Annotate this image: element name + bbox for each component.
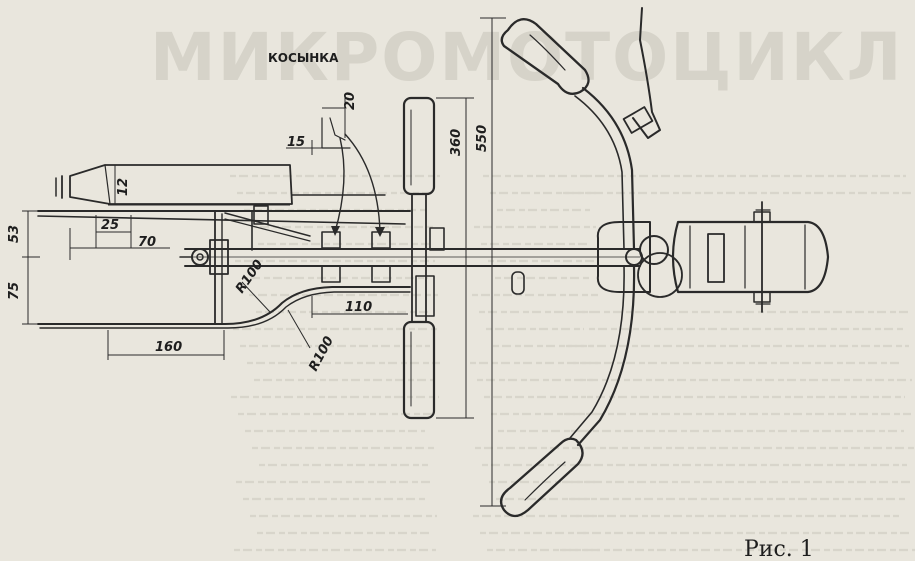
dim-70: 70	[138, 235, 156, 250]
dim-25: 25	[101, 218, 119, 233]
label-kosynka: КОСЫНКА	[268, 51, 339, 65]
dim-160: 160	[155, 340, 182, 355]
dim-110: 110	[345, 300, 372, 315]
dim-75: 75	[7, 282, 22, 300]
dimension-lines	[22, 17, 506, 507]
dim-r100-lower: R100	[306, 334, 337, 374]
dim-360: 360	[449, 129, 464, 156]
mounting-block	[371, 265, 391, 283]
central-crossbar	[402, 96, 445, 420]
mounting-block	[321, 265, 341, 283]
dim-20: 20	[343, 92, 358, 110]
dim-12: 12	[116, 178, 131, 196]
steering-handlebar	[499, 7, 830, 518]
dim-550: 550	[475, 125, 490, 152]
background-heading: МИКРОМОТОЦИКЛ	[150, 19, 903, 96]
dim-53: 53	[7, 225, 22, 243]
figure-caption: Рис. 1	[744, 537, 814, 561]
background-bleed: МИКРОМОТОЦИКЛ	[150, 19, 915, 552]
dimension-labels: КОСЫНКА 20 15 12 25 70 53 75 R100 R100 1…	[7, 51, 490, 374]
dim-15: 15	[287, 135, 305, 150]
mounting-block	[321, 231, 341, 249]
